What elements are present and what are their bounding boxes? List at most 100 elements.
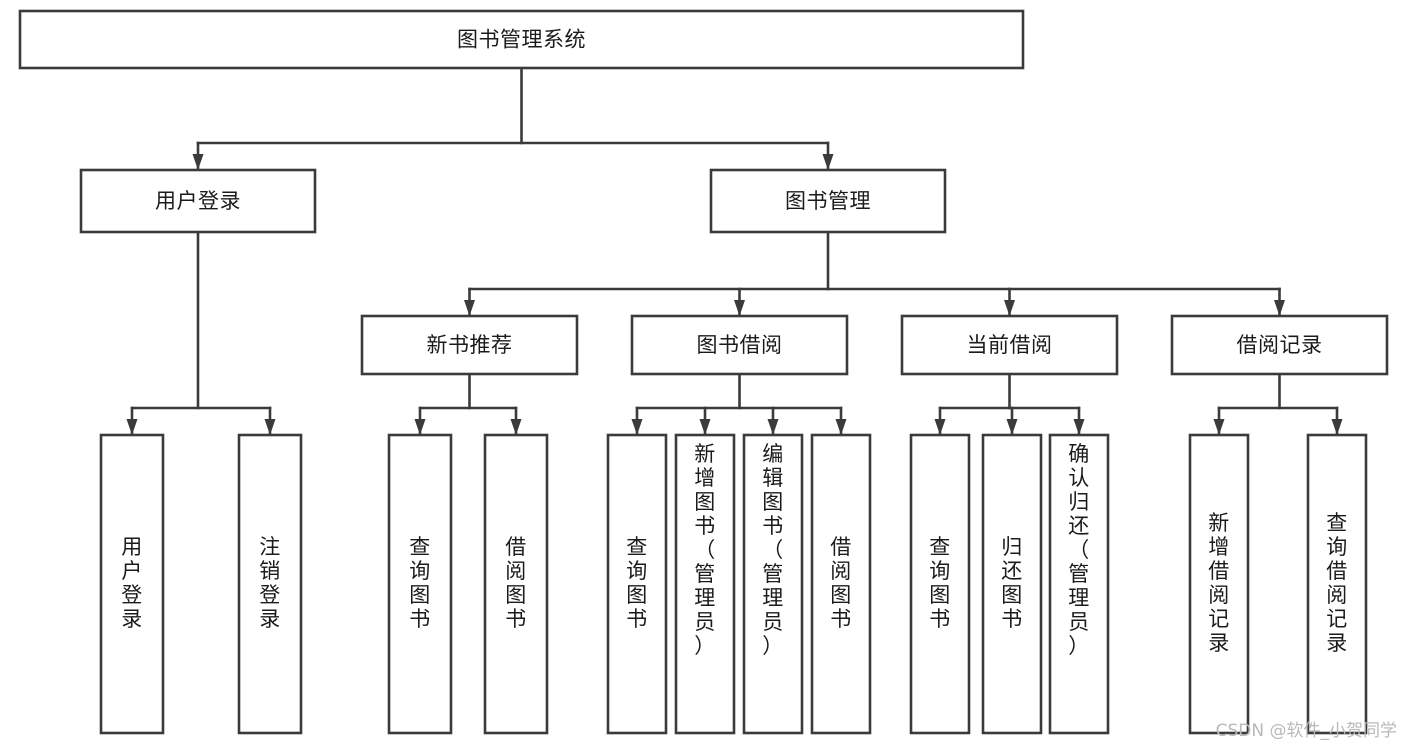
node-label: 借阅记录 [1237, 333, 1323, 357]
arrow-head-icon [699, 419, 711, 435]
arrow-head-icon [767, 419, 779, 435]
node-box [18, 9, 1025, 70]
node-label-char: 员 [762, 610, 784, 634]
node-label-char: 书 [409, 607, 431, 631]
node-box [1048, 433, 1110, 735]
arrow-head-icon [414, 419, 426, 435]
arrow-head-icon [1274, 300, 1285, 316]
arrow-head-icon [1006, 419, 1018, 435]
node-label-char: 员 [1068, 610, 1090, 634]
node-label: 图书管理 [785, 189, 871, 213]
arrow-head-icon [1331, 419, 1343, 435]
node-label-char: 图 [1001, 583, 1023, 607]
node-label-char: 查 [1326, 511, 1348, 535]
node-label-char: 借 [505, 535, 527, 559]
arrow-head-icon [126, 419, 138, 435]
node-label-char: 归 [1001, 535, 1023, 559]
node-label-char: 图 [694, 490, 716, 514]
node-label-char: 记 [1326, 607, 1348, 631]
edge-group-user-login [126, 230, 276, 437]
node-box [900, 314, 1119, 376]
node-label-char: 理 [694, 586, 716, 610]
node-label-char: 认 [1068, 466, 1090, 490]
node-label-char: 借 [830, 535, 852, 559]
edge-group-root [192, 66, 834, 172]
node-current-borrow[interactable]: 当前借阅 [900, 314, 1119, 376]
node-box [99, 433, 165, 735]
node-label: 图书管理系统 [457, 28, 586, 52]
node-label-char: 增 [1208, 535, 1230, 559]
node-label: 新书推荐 [427, 333, 513, 357]
edge-group-new-book-recommend [414, 372, 522, 437]
node-label-char: ） [1068, 634, 1090, 658]
node-label-char: 录 [259, 607, 281, 631]
node-label-char: 阅 [505, 559, 527, 583]
node-label-char: 管 [694, 562, 716, 586]
node-label-char: 编 [762, 442, 784, 466]
node-label-char: 询 [1326, 535, 1348, 559]
node-root[interactable]: 图书管理系统 [18, 9, 1025, 70]
node-box [674, 433, 736, 735]
node-user-login[interactable]: 用户登录 [79, 168, 317, 234]
node-label-char: 辑 [762, 466, 784, 490]
node-label: 图书借阅 [697, 333, 783, 357]
arrow-head-icon [835, 419, 847, 435]
node-label-char: 注 [259, 535, 281, 559]
node-label-char: 管 [1068, 562, 1090, 586]
node-box [709, 168, 947, 234]
node-label-char: 书 [626, 607, 648, 631]
edge-group-current-borrow [934, 372, 1085, 437]
node-label-char: 图 [830, 583, 852, 607]
node-box [909, 433, 971, 735]
node-new-book-recommend[interactable]: 新书推荐 [360, 314, 579, 376]
node-book-borrow[interactable]: 图书借阅 [630, 314, 849, 376]
edge-group-book-management [464, 230, 1285, 318]
node-leaf-user-login[interactable]: 用户登录 [99, 433, 165, 735]
node-label-char: 录 [121, 607, 143, 631]
edge-group-book-borrow [631, 372, 847, 437]
node-box [630, 314, 849, 376]
node-label-char: 户 [121, 559, 143, 583]
nodes-layer: 图书管理系统用户登录图书管理新书推荐图书借阅当前借阅借阅记录用户登录注销登录查询… [18, 9, 1389, 735]
node-label-char: 确 [1068, 442, 1090, 466]
node-borrow-record[interactable]: 借阅记录 [1170, 314, 1389, 376]
node-label-char: 查 [409, 535, 431, 559]
arrow-head-icon [1213, 419, 1225, 435]
arrow-head-icon [1004, 300, 1015, 316]
node-box [79, 168, 317, 234]
node-label-char: 书 [830, 607, 852, 631]
node-label-char: 书 [1001, 607, 1023, 631]
node-box [742, 433, 804, 735]
arrow-head-icon [1073, 419, 1085, 435]
node-label-char: 书 [762, 514, 784, 538]
node-label-char: 书 [505, 607, 527, 631]
node-label-char: 员 [694, 610, 716, 634]
node-label-char: 书 [929, 607, 951, 631]
node-label-char: 销 [259, 559, 281, 583]
node-label-char: （ [762, 538, 784, 562]
arrow-head-icon [510, 419, 522, 435]
node-label-char: 增 [694, 466, 716, 490]
node-book-management[interactable]: 图书管理 [709, 168, 947, 234]
node-box [981, 433, 1043, 735]
node-label-char: 记 [1208, 607, 1230, 631]
node-box [810, 433, 872, 735]
arrow-head-icon [631, 419, 643, 435]
node-label-char: 图 [409, 583, 431, 607]
node-label-char: ） [762, 634, 784, 658]
node-label-char: 用 [121, 535, 143, 559]
node-box [360, 314, 579, 376]
node-label-char: 询 [929, 559, 951, 583]
